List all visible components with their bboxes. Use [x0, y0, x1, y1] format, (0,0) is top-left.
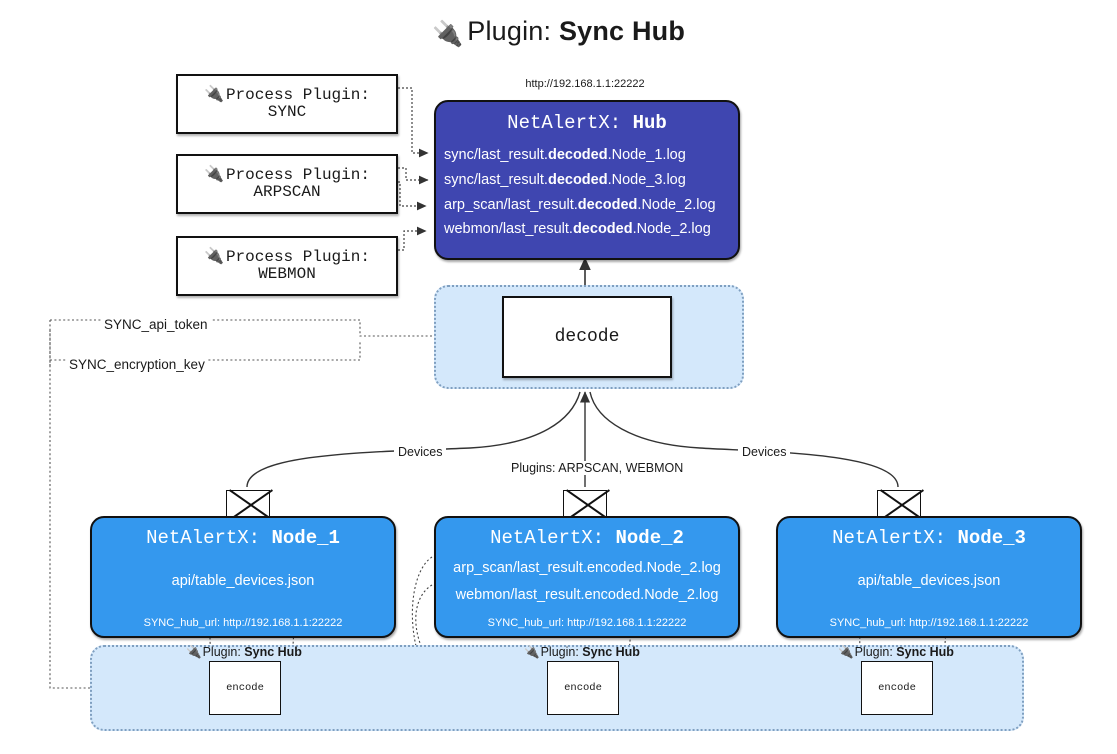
edge-label-devices-left: Devices	[394, 445, 447, 459]
node-hub-url: SYNC_hub_url: http://192.168.1.1:22222	[487, 617, 687, 629]
process-plugin-name: ARPSCAN	[253, 183, 321, 201]
node-hub-url: SYNC_hub_url: http://192.168.1.1:22222	[829, 617, 1029, 629]
node-2[interactable]: NetAlertX: Node_2 arp_scan/last_result.e…	[434, 516, 740, 638]
process-plugin-label: Process Plugin:	[225, 248, 370, 267]
edge-label-encryption-key: SYNC_encryption_key	[66, 357, 208, 372]
node-line: arp_scan/last_result.encoded.Node_2.log	[453, 560, 721, 576]
node-title: NetAlertX: Node_1	[146, 527, 340, 549]
process-plugin-label: Process Plugin:	[225, 86, 370, 105]
page-title: 🔌Plugin: Sync Hub	[0, 16, 1117, 49]
encoder-label-2: 🔌Plugin: Sync Hub	[524, 645, 640, 659]
decode-box[interactable]: decode	[502, 296, 672, 378]
encode-box-2[interactable]: encode	[547, 661, 619, 715]
node-1[interactable]: NetAlertX: Node_1 api/table_devices.json…	[90, 516, 396, 638]
node-hub-url: SYNC_hub_url: http://192.168.1.1:22222	[143, 617, 343, 629]
plug-icon: 🔌	[838, 645, 854, 659]
edge-label-api-token: SYNC_api_token	[101, 317, 211, 332]
node-title: NetAlertX: Node_2	[490, 527, 684, 549]
plug-icon: 🔌	[204, 248, 224, 266]
hub-title-prefix: NetAlertX:	[507, 112, 622, 134]
edge-label-devices-right: Devices	[738, 445, 791, 459]
encode-box-1[interactable]: encode	[209, 661, 281, 715]
encode-box-3[interactable]: encode	[861, 661, 933, 715]
hub-node[interactable]: NetAlertX: Hub sync/last_result.decoded.…	[434, 100, 740, 260]
process-plugin-label: Process Plugin:	[225, 166, 370, 185]
encoder-label-3: 🔌Plugin: Sync Hub	[838, 645, 954, 659]
title-name: Sync Hub	[558, 16, 686, 46]
plug-icon: 🔌	[186, 645, 202, 659]
node-3[interactable]: NetAlertX: Node_3 api/table_devices.json…	[776, 516, 1082, 638]
hub-log-line: sync/last_result.decoded.Node_1.log	[444, 147, 686, 163]
process-plugin-sync[interactable]: 🔌Process Plugin: SYNC	[176, 74, 398, 134]
node-title: NetAlertX: Node_3	[832, 527, 1026, 549]
hub-log-line: sync/last_result.decoded.Node_3.log	[444, 172, 686, 188]
hub-url: http://192.168.1.1:22222	[525, 78, 645, 90]
plug-icon: 🔌	[431, 20, 464, 48]
node-line: api/table_devices.json	[171, 573, 315, 589]
process-plugin-name: SYNC	[267, 103, 307, 121]
node-line: webmon/last_result.encoded.Node_2.log	[455, 587, 719, 603]
edge-label-plugins: Plugins: ARPSCAN, WEBMON	[507, 461, 688, 475]
process-plugin-arpscan[interactable]: 🔌Process Plugin: ARPSCAN	[176, 154, 398, 214]
hub-title-name: Hub	[632, 112, 667, 134]
plug-icon: 🔌	[524, 645, 540, 659]
process-plugin-name: WEBMON	[258, 265, 316, 283]
encoder-label-1: 🔌Plugin: Sync Hub	[186, 645, 302, 659]
process-plugin-webmon[interactable]: 🔌Process Plugin: WEBMON	[176, 236, 398, 296]
node-line: api/table_devices.json	[857, 573, 1001, 589]
plug-icon: 🔌	[204, 86, 224, 104]
hub-log-line: webmon/last_result.decoded.Node_2.log	[444, 221, 711, 237]
hub-log-line: arp_scan/last_result.decoded.Node_2.log	[444, 197, 716, 213]
plug-icon: 🔌	[204, 166, 224, 184]
title-prefix: Plugin:	[467, 16, 552, 46]
hub-title: NetAlertX: Hub	[436, 112, 738, 134]
